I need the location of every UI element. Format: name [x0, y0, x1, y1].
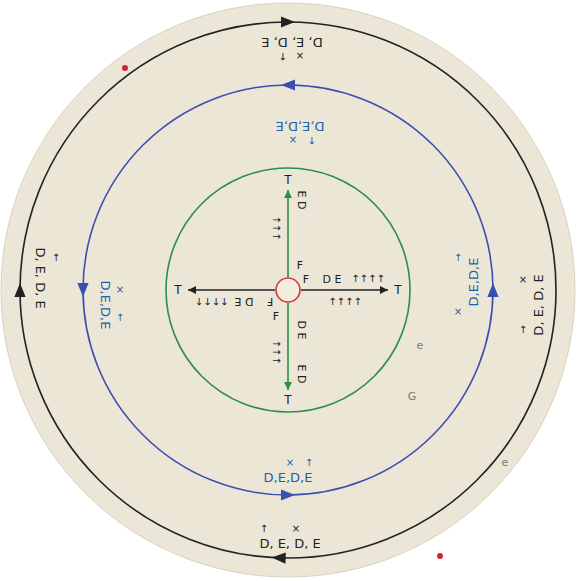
- ring-label: D E: [235, 296, 254, 307]
- cross-arm: [301, 289, 388, 291]
- ring-label: ↑: [305, 458, 313, 468]
- direction-triangle: [281, 16, 295, 27]
- ring-label: ×: [454, 307, 462, 317]
- ring-label: F: [273, 311, 279, 322]
- ring-label: G: [408, 391, 417, 402]
- ring-label: T: [394, 284, 401, 296]
- pin-dot: [122, 65, 128, 71]
- cross-arm: [287, 303, 289, 390]
- ring-label: ↑: [260, 524, 268, 534]
- ring-label: ↑: [308, 135, 316, 145]
- ring-label: D,E,D,E: [276, 120, 325, 133]
- ring-label: E D: [296, 191, 307, 210]
- ring-label: D,E,D,E: [264, 471, 313, 484]
- direction-triangle: [487, 283, 498, 297]
- ring-label: D, E, D, E: [34, 247, 47, 308]
- ring-label: ×: [289, 135, 297, 145]
- ring-label: E D: [296, 365, 307, 384]
- ring-label: ↑: [519, 325, 527, 335]
- ring-label: D,E,D,E: [99, 281, 112, 330]
- direction-triangle: [272, 552, 286, 563]
- ring-label: F: [303, 274, 309, 285]
- pin-dot: [437, 553, 443, 559]
- ring-label: D E: [323, 274, 342, 285]
- cross-arm: [188, 289, 275, 291]
- ring-label: D, E, D, E: [259, 537, 320, 550]
- center-circle: [276, 278, 300, 302]
- ring-label: ↑↑↑: [271, 339, 281, 364]
- ring-label: ×: [519, 275, 527, 285]
- ring-label: ↑↑↑↑: [351, 274, 385, 284]
- ring-label: ×: [286, 458, 294, 468]
- ring-label: ↑: [116, 313, 124, 323]
- ring-label: ↑↑↑: [271, 215, 281, 240]
- arm-arrowhead: [284, 382, 292, 390]
- direction-triangle: [281, 489, 295, 500]
- ring-label: ×: [116, 285, 124, 295]
- outer-ring: [20, 22, 556, 558]
- ring-label: ×: [292, 524, 300, 534]
- ring-label: ↑: [279, 51, 287, 61]
- ring-label: T: [284, 174, 291, 186]
- inner-ring: [166, 168, 410, 412]
- ring-label: ↑↑↑↑: [195, 296, 229, 306]
- ring-label: D, E, D, E: [261, 36, 322, 49]
- ring-label: D, E, D, E: [532, 274, 545, 335]
- ring-label: D E: [296, 321, 307, 340]
- ring-label: ↑: [52, 253, 60, 263]
- arm-arrowhead: [284, 190, 292, 198]
- ring-label: D,E,D,E: [467, 258, 480, 307]
- ring-label: F: [267, 296, 273, 307]
- arm-arrowhead: [188, 286, 196, 294]
- direction-triangle: [281, 79, 295, 90]
- ring-label: e: [502, 457, 509, 468]
- ring-label: e: [417, 340, 424, 351]
- ring-label: ↑: [454, 253, 462, 263]
- middle-ring: [83, 85, 493, 495]
- arm-arrowhead: [380, 286, 388, 294]
- ring-label: ↑↑↑↑: [328, 297, 362, 307]
- paper-disc: [1, 3, 575, 577]
- cross-arm: [287, 190, 289, 277]
- ring-label: T: [174, 284, 181, 296]
- direction-triangle: [14, 283, 25, 297]
- ring-label: F: [297, 260, 303, 271]
- direction-triangle: [77, 283, 88, 297]
- ring-label: ×: [296, 51, 304, 61]
- ring-label: T: [284, 394, 291, 406]
